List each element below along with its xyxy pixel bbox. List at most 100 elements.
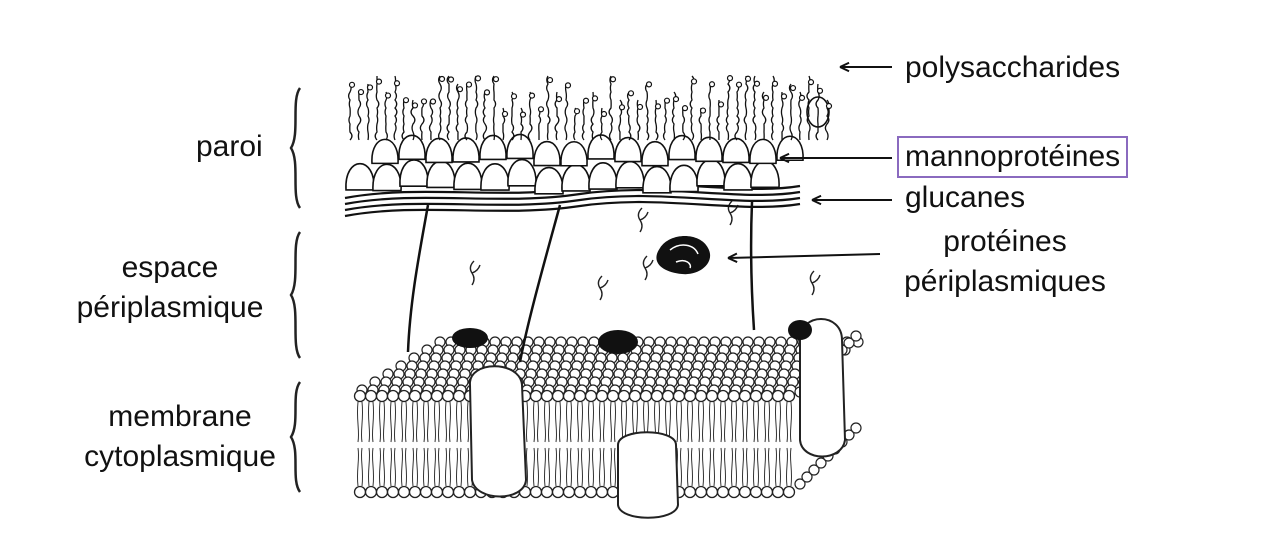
- arrow-head: [839, 61, 850, 73]
- lipid-tail: [389, 447, 397, 487]
- polysaccharide-chain: [374, 76, 380, 141]
- lipid-head: [595, 485, 609, 499]
- polysaccharide-tip: [618, 104, 626, 111]
- polysaccharide-tip: [807, 79, 815, 86]
- mannoprotein: [425, 137, 453, 164]
- lipid-head: [850, 330, 862, 342]
- lipid-head: [529, 485, 543, 499]
- polysaccharide-chain: [725, 75, 731, 141]
- lipid-head: [540, 389, 554, 403]
- lipid-head: [850, 422, 862, 434]
- polysaccharide-tip: [420, 98, 428, 105]
- lipid-head: [397, 485, 411, 499]
- glycan-sprig: [597, 275, 609, 301]
- polysaccharide-tip: [582, 97, 590, 104]
- lipid-tail: [587, 401, 595, 443]
- lipid-tail: [367, 401, 375, 443]
- polysaccharide-tip: [591, 95, 599, 102]
- polysaccharide-tip: [348, 81, 356, 88]
- polysaccharide-chain: [511, 91, 515, 141]
- mannoprotein: [668, 134, 696, 161]
- lipid-head: [650, 389, 664, 403]
- lipid-tail: [598, 401, 606, 443]
- polysaccharide-chain: [419, 99, 425, 141]
- mannoprotein: [399, 159, 429, 187]
- lipid-tail: [730, 447, 738, 487]
- lipid-tail: [411, 401, 419, 443]
- polysaccharide-tip: [690, 78, 698, 85]
- lipid-tail: [686, 401, 694, 443]
- anchor-strand: [749, 201, 756, 331]
- polysaccharide-chain: [356, 91, 362, 141]
- lipid-head: [375, 389, 389, 403]
- lipid-head: [364, 389, 378, 403]
- transmembrane-protein: [617, 431, 680, 519]
- lipid-tail: [609, 401, 617, 443]
- polysaccharide-tip: [546, 76, 554, 84]
- polysaccharide-tip: [735, 81, 743, 88]
- polysaccharide-tip: [600, 110, 608, 118]
- label-membrane-cytoplasmique: membrane cytoplasmique: [62, 397, 298, 477]
- lipid-tail: [400, 401, 408, 443]
- lipid-head: [595, 389, 609, 403]
- lipid-tail: [433, 401, 441, 443]
- mannoprotein: [615, 161, 645, 189]
- lipid-head: [639, 389, 653, 403]
- section-brace: [289, 231, 302, 359]
- polysaccharide-tip: [636, 103, 644, 111]
- lipid-tail: [532, 447, 540, 487]
- lipid-tail: [565, 447, 573, 487]
- lipid-head: [808, 464, 820, 476]
- lipid-head: [801, 471, 813, 483]
- mannoprotein: [426, 160, 456, 189]
- polysaccharide-tip: [573, 108, 581, 115]
- polysaccharide-chain: [682, 107, 686, 141]
- polysaccharide-tip: [492, 76, 500, 83]
- lipid-head: [617, 389, 631, 403]
- lipid-head: [441, 389, 455, 403]
- lipid-head: [771, 485, 785, 499]
- polysaccharide-tip: [645, 81, 653, 88]
- label-espace-periplasmique: espace périplasmique: [52, 248, 288, 328]
- lipid-tail: [543, 447, 551, 487]
- glycan-sprig: [642, 255, 654, 281]
- lipid-head: [430, 485, 444, 499]
- peripheral-protein: [788, 320, 812, 340]
- section-brace: [289, 381, 302, 493]
- lipid-tail: [774, 401, 782, 443]
- polysaccharide-tip: [789, 84, 797, 92]
- label-arrows: [727, 61, 892, 263]
- lipid-head: [573, 389, 587, 403]
- polysaccharide-chain: [464, 83, 469, 141]
- lipid-tail: [455, 401, 463, 443]
- label-espace-line2: périplasmique: [76, 291, 264, 324]
- lipid-head: [843, 337, 855, 349]
- polysaccharide-chain: [752, 75, 757, 141]
- mannoprotein: [614, 136, 642, 163]
- transmembrane-protein: [799, 318, 847, 458]
- mannoprotein: [750, 160, 780, 189]
- polysaccharide-tip: [429, 98, 437, 105]
- lipid-head: [540, 485, 554, 499]
- polysaccharide-tip: [609, 76, 617, 83]
- polysaccharide-tip: [537, 106, 545, 113]
- polysaccharide-tip: [411, 102, 419, 109]
- lipid-head: [628, 389, 642, 403]
- lipid-head: [584, 485, 598, 499]
- lipid-tail: [752, 447, 760, 487]
- transmembrane-protein: [468, 365, 528, 498]
- lipid-tail: [686, 447, 694, 487]
- lipid-head: [397, 389, 411, 403]
- label-mannoproteines: mannoprotéines: [897, 136, 1129, 178]
- lipid-tail: [741, 401, 749, 443]
- polysaccharide-tip: [726, 75, 734, 82]
- lipid-tail: [598, 447, 606, 487]
- lipid-tail: [378, 447, 386, 487]
- lipid-tail: [400, 447, 408, 487]
- mannoprotein: [588, 162, 618, 190]
- lipid-head: [375, 485, 389, 499]
- lipid-tail: [411, 447, 419, 487]
- lipid-head: [551, 389, 565, 403]
- label-espace-line1: espace: [121, 251, 219, 284]
